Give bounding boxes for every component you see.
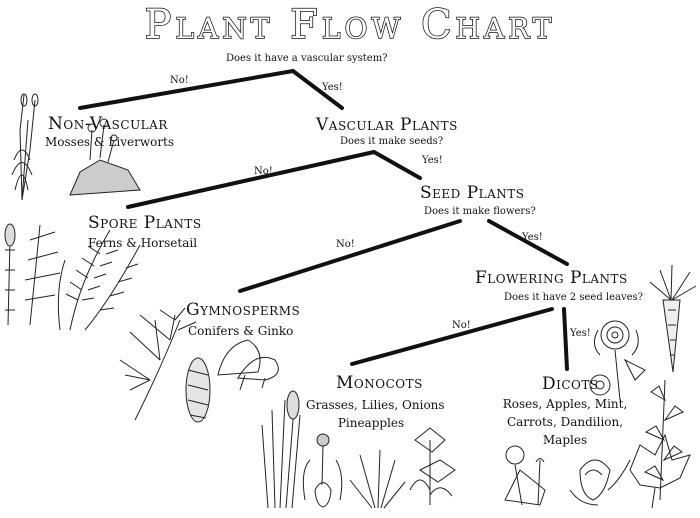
node-spore-plants: Spore Plants (88, 213, 202, 233)
seed-question: Does it make flowers? (424, 206, 536, 217)
edge-flowering-to-monocots (350, 307, 554, 366)
pineapple-sketch (349, 449, 406, 509)
edge-root-to-nonvascular (78, 69, 295, 110)
dicots-examples-line2: Carrots, Dandilion, (506, 415, 624, 429)
edge-vascular-to-spore (126, 150, 376, 209)
moss-sketch (11, 93, 141, 201)
node-dicots: Dicots (542, 374, 599, 394)
edge-seed-to-flowering (487, 219, 569, 266)
monocots-examples-line1: Grasses, Lilies, Onions (306, 398, 445, 412)
dandelion-sketch (504, 445, 546, 506)
vascular-question: Does it make seeds? (340, 136, 444, 147)
fern-sketch (57, 229, 141, 331)
root-yes-label: Yes! (322, 82, 343, 93)
seed-yes-label: Yes! (522, 232, 543, 243)
apple-blossom-sketch (569, 459, 631, 506)
node-non-vascular: Non-Vascular (48, 114, 168, 134)
node-gymnosperms: Gymnosperms (186, 300, 301, 320)
monocots-examples-line2: Pineapples (337, 416, 405, 430)
rose-sketch (589, 320, 646, 401)
gymnosperms-examples: Conifers & Ginko (188, 324, 294, 338)
carrot-sketch (649, 264, 697, 373)
edge-vascular-to-seed (372, 150, 422, 180)
edge-root-to-vascular (291, 69, 344, 110)
node-vascular-plants: Vascular Plants (316, 115, 458, 135)
edge-flowering-to-dicots (562, 307, 569, 371)
node-flowering-plants: Flowering Plants (475, 268, 628, 288)
lily-sketch (409, 427, 456, 505)
node-monocots: Monocots (336, 373, 423, 393)
ginkgo-leaf-sketch (217, 339, 279, 391)
pine-branch-sketch (119, 307, 211, 423)
seed-no-label: No! (336, 239, 355, 250)
root-no-label: No! (170, 75, 189, 86)
flowering-no-label: No! (452, 320, 471, 331)
root-question: Does it have a vascular system? (226, 53, 388, 64)
vascular-yes-label: Yes! (422, 155, 443, 166)
maple-leaf-sketch (629, 433, 691, 509)
page-title: Plant Flow Chart (144, 1, 556, 49)
spore-examples: Ferns & Horsetail (88, 236, 198, 250)
vascular-no-label: No! (254, 166, 273, 177)
dicots-examples-line1: Roses, Apples, Mint, (502, 397, 628, 411)
flowering-yes-label: Yes! (570, 328, 591, 339)
non-vascular-examples: Mosses & Liverworts (45, 135, 175, 149)
dicots-examples-line3: Maples (542, 433, 588, 447)
edge-seed-to-gymnosperms (238, 219, 462, 293)
grass-sketch (261, 390, 301, 509)
horsetail-sketch (4, 223, 61, 326)
flowering-question: Does it have 2 seed leaves? (504, 292, 644, 303)
mint-sketch (643, 379, 684, 501)
onion-sketch (302, 433, 343, 508)
node-seed-plants: Seed Plants (420, 183, 525, 203)
